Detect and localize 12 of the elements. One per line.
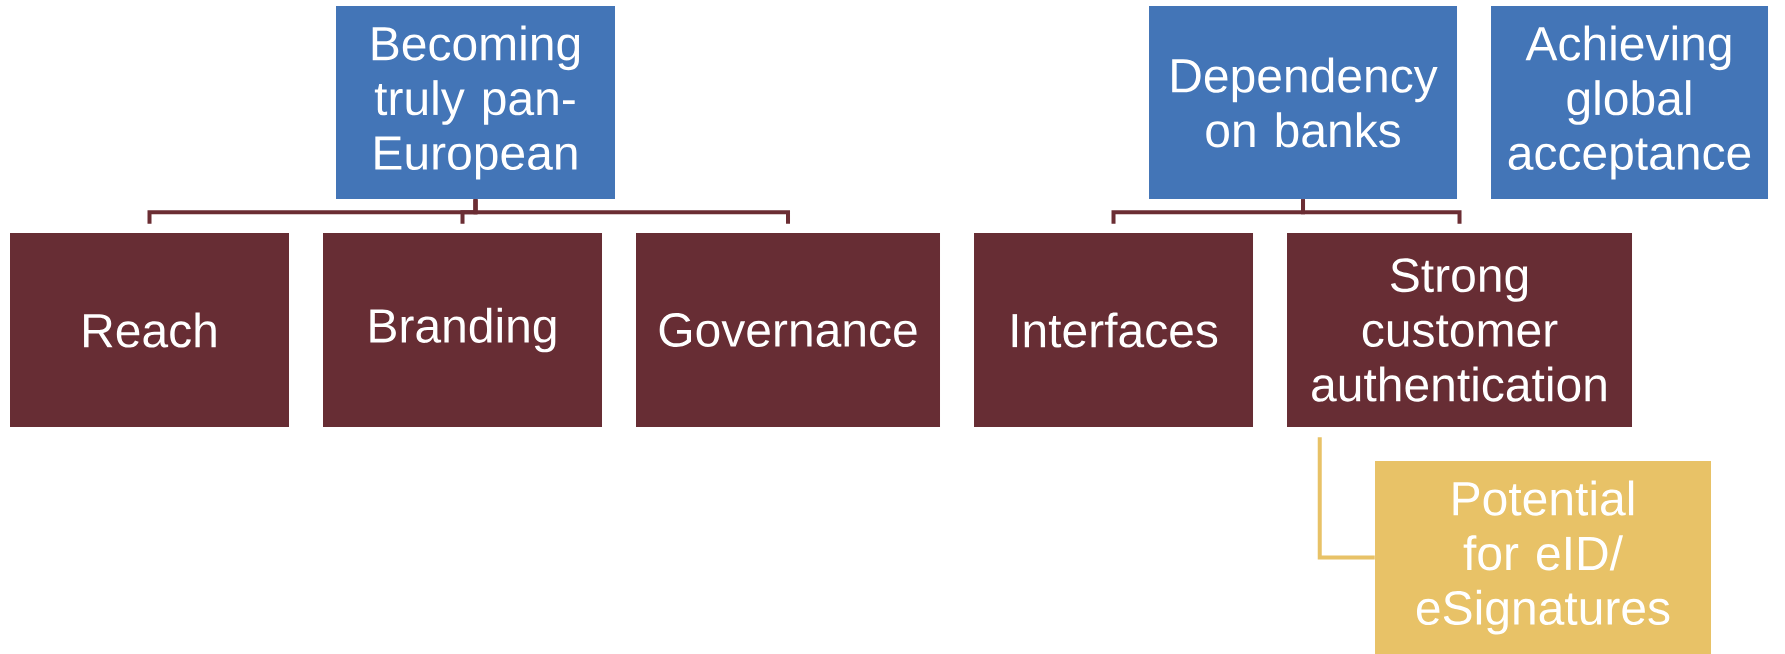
text-box: Interfaces — [974, 233, 1253, 427]
connector-line — [1317, 437, 1375, 560]
text-box: Governance — [636, 233, 940, 427]
connector-line — [473, 199, 790, 224]
text-box: Achieving global acceptance — [1491, 6, 1768, 199]
text-box: Reach — [10, 233, 289, 427]
text-box: Dependency on banks — [1149, 6, 1457, 199]
text-box: Strong customer authentication — [1287, 233, 1632, 427]
text-box: Potential for eID/ eSignatures — [1375, 461, 1711, 654]
text-box: Branding — [323, 233, 602, 427]
text-box: Becoming truly pan-European — [336, 6, 615, 199]
connector-line — [1301, 199, 1462, 224]
